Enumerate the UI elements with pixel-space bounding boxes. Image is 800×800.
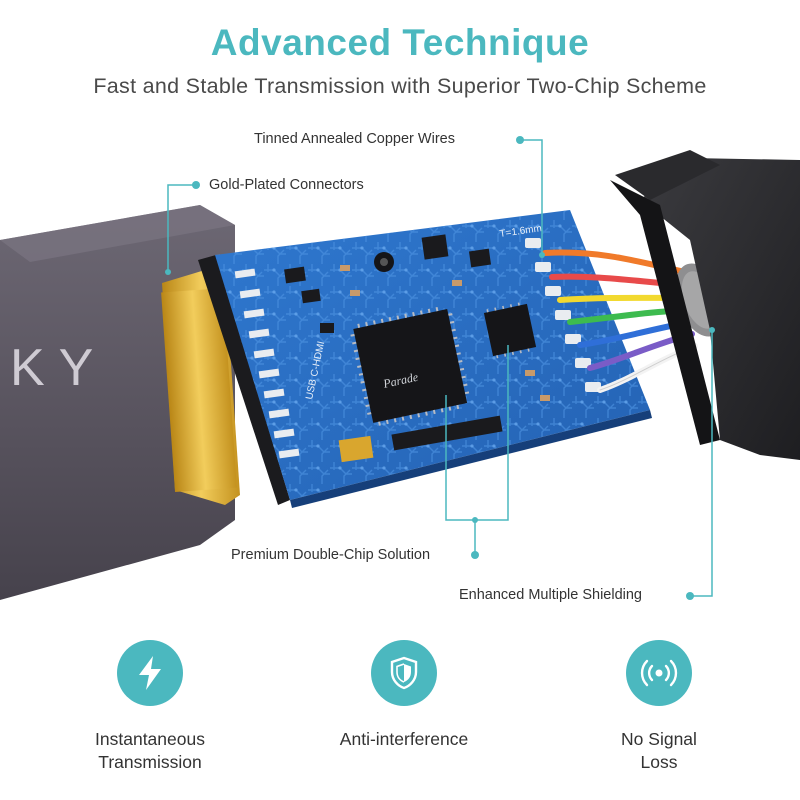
- page-title: Advanced Technique: [210, 22, 590, 63]
- shield-icon: [371, 640, 437, 706]
- feature-label: Anti-interference: [339, 729, 469, 749]
- callout-dots: [165, 136, 715, 600]
- connector-frame: [198, 255, 290, 505]
- brand-fragment: KY: [10, 339, 107, 397]
- main-chip: Parade: [350, 307, 470, 426]
- signal-icon: [626, 640, 692, 706]
- callout-shielding: Enhanced Multiple Shielding: [459, 587, 642, 603]
- callout-tinned-wires: Tinned Annealed Copper Wires: [254, 131, 455, 147]
- secondary-chip: [483, 302, 537, 359]
- lightning-icon: [117, 640, 183, 706]
- gold-pad: [338, 435, 374, 463]
- feature-instantaneous-transmission: Instantaneous Transmission: [50, 640, 250, 774]
- pcb-board: Parade USB C-HDMI: [215, 210, 652, 508]
- callout-gold-connectors: Gold-Plated Connectors: [209, 177, 364, 193]
- callout-double-chip: Premium Double-Chip Solution: [231, 547, 431, 563]
- feature-no-signal-loss: No Signal Loss: [559, 640, 759, 774]
- feature-label: Instantaneous Transmission: [95, 729, 205, 772]
- product-illustration: KY: [0, 136, 800, 600]
- cable-boot: [610, 150, 800, 460]
- feature-label: No Signal Loss: [621, 729, 697, 772]
- callout-lines: [167, 139, 713, 597]
- feature-anti-interference: Anti-interference: [304, 640, 504, 751]
- page-subtitle: Fast and Stable Transmission with Superi…: [93, 74, 707, 98]
